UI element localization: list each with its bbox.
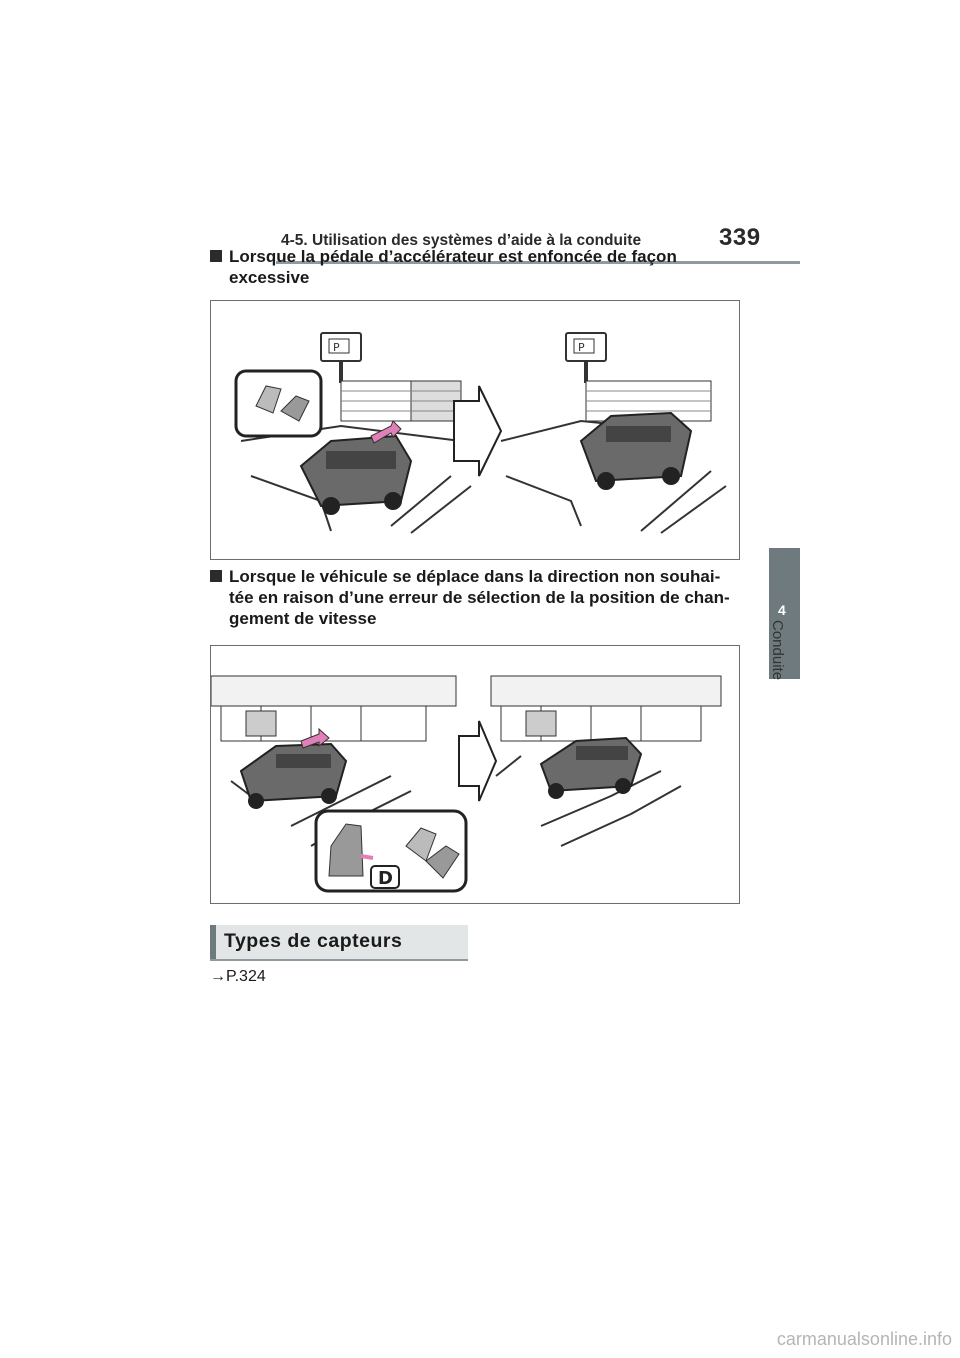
page-header-title: 4-5. Utilisation des systèmes d’aide à l…: [281, 232, 642, 249]
section-heading-2: Lorsque le véhicule se déplace dans la d…: [210, 566, 740, 629]
svg-text:P: P: [333, 341, 340, 354]
parking-sign-left-icon: P: [320, 332, 362, 383]
svg-text:P: P: [578, 341, 585, 354]
header-rule: [276, 261, 800, 264]
page-number: 339: [719, 224, 761, 251]
chapter-label: Conduite: [769, 620, 786, 681]
car-left-icon: [239, 742, 348, 809]
footer-watermark: carmanualsonline.info: [776, 1329, 952, 1349]
section-banner-types: Types de capteurs: [210, 925, 468, 961]
square-bullet-icon: [210, 250, 222, 262]
banner-rule: [210, 959, 468, 961]
accelerate-arrow-left-icon: [370, 420, 402, 444]
cross-reference-link[interactable]: →P.324: [210, 968, 266, 985]
section-heading-1: Lorsque la pédale d’accélérateur est enf…: [210, 246, 740, 288]
car-right-icon: [539, 736, 643, 799]
section-title: Types de capteurs: [224, 930, 403, 952]
shifter-inset-icon: D: [314, 809, 468, 893]
banner-accent-bar: [210, 925, 216, 959]
car-right-icon: [579, 411, 693, 490]
transition-arrow-icon: [453, 385, 503, 477]
illustration-accelerator-overpress: P: [210, 300, 740, 560]
car-left-icon: [299, 434, 413, 515]
chapter-number: 4: [778, 602, 786, 618]
heading-text: Lorsque la pédale d’accélérateur est enf…: [229, 247, 677, 287]
storefront-left-icon: [211, 675, 457, 742]
parking-sign-right-icon: P: [565, 332, 607, 383]
heading-text: Lorsque le véhicule se déplace dans la d…: [229, 567, 730, 628]
pedal-inset-left-icon: [234, 369, 323, 438]
parking-lines-right-icon: [495, 755, 682, 847]
chapter-side-tab[interactable]: [769, 548, 800, 679]
square-bullet-icon: [210, 570, 222, 582]
illustration-wrong-gear: D: [210, 645, 740, 904]
gear-d-badge: D: [378, 868, 393, 889]
brick-wall-left-icon: [340, 380, 462, 422]
move-arrow-left-icon: [300, 727, 330, 749]
shift-indicator-icon: [360, 854, 374, 860]
transition-arrow-icon: [458, 720, 498, 802]
storefront-right-icon: [490, 675, 722, 742]
